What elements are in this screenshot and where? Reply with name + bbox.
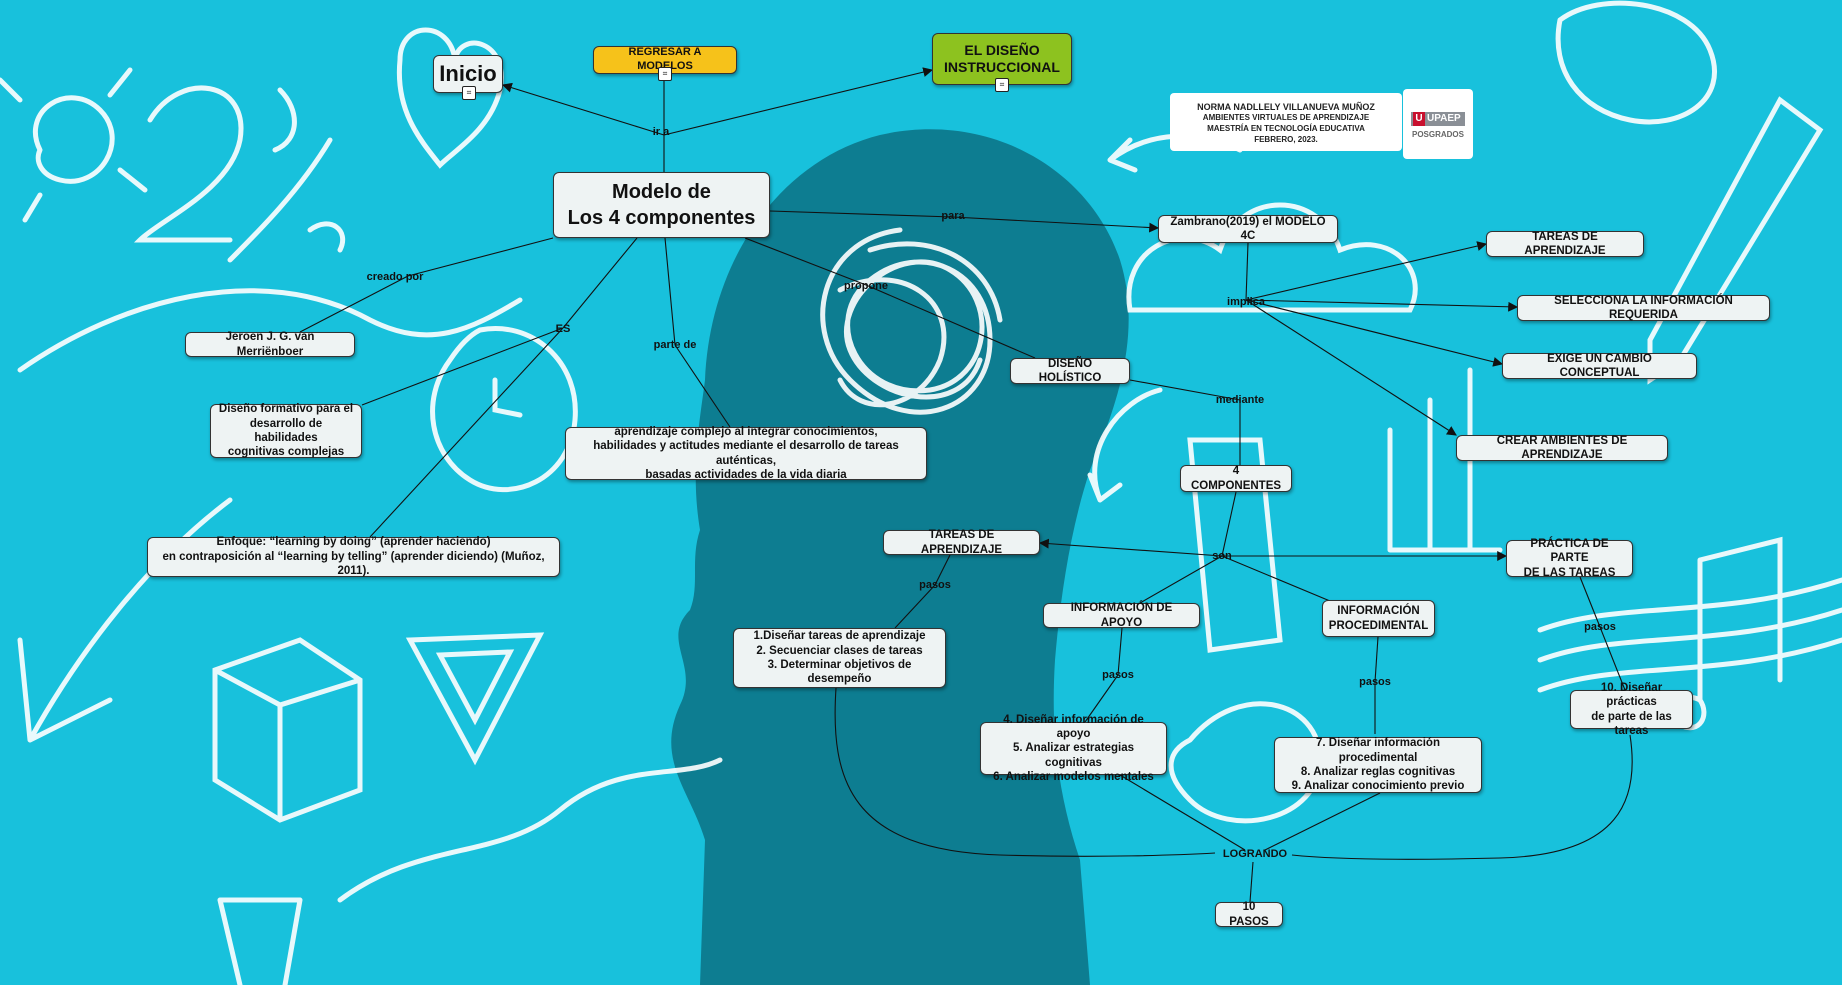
- author-name: NORMA NADLLELY VILLANUEVA MUÑOZ: [1170, 101, 1402, 113]
- label-creado-por: creado por: [367, 271, 424, 283]
- link-propone-holistico: [866, 285, 1035, 358]
- node-paso-10: 10. Diseñar prácticas de parte de las ta…: [1570, 690, 1693, 729]
- logo-brand: UPAEP: [1427, 113, 1461, 124]
- link-pasos-lista1: [895, 585, 935, 628]
- label-ira: ir a: [653, 126, 670, 138]
- node-pasos-4-6: 4. Diseñar información de apoyo 5. Anali…: [980, 722, 1167, 775]
- link-implica-selecciona: [1246, 300, 1517, 307]
- node-diseno-formativo: Diseño formativo para el desarrollo de h…: [210, 404, 362, 458]
- logo-subtitle: POSGRADOS: [1403, 130, 1473, 139]
- node-crear-ambientes: CREAR AMBIENTES DE APRENDIZAJE: [1456, 435, 1668, 461]
- label-logrando: LOGRANDO: [1223, 848, 1287, 860]
- label-implica: implica: [1227, 296, 1265, 308]
- node-tareas-aprendizaje: TAREAS DE APRENDIZAJE: [883, 530, 1040, 555]
- node-pasos-1-3: 1.Diseñar tareas de aprendizaje 2. Secue…: [733, 628, 946, 688]
- node-exige-cambio: EXIGE UN CAMBIO CONCEPTUAL: [1502, 353, 1697, 379]
- node-practica-parte: PRÁCTICA DE PARTE DE LAS TAREAS: [1506, 540, 1633, 577]
- link-parte-aprendizaje: [675, 345, 730, 427]
- link-es-enfoque: [370, 328, 563, 537]
- map-link-icon[interactable]: ⌗: [658, 67, 672, 81]
- link-implica-crear: [1246, 300, 1456, 435]
- credits-box: NORMA NADLLELY VILLANUEVA MUÑOZ AMBIENTE…: [1170, 93, 1402, 151]
- link-son-procedimental: [1222, 556, 1330, 601]
- link-componentes-son: [1222, 492, 1236, 556]
- node-tareas-aprendizaje-top: TAREAS DE APRENDIZAJE: [1486, 231, 1644, 257]
- link-lista2-logrando: [1120, 775, 1245, 850]
- node-informacion-apoyo: INFORMACIÓN DE APOYO: [1043, 603, 1200, 628]
- link-implica-tareas: [1246, 244, 1486, 300]
- node-zambrano: Zambrano(2019) el MODELO 4C: [1158, 215, 1338, 243]
- link-son-tareas: [1040, 543, 1222, 556]
- label-pasos-practica: pasos: [1584, 621, 1616, 633]
- label-pasos-apoyo: pasos: [1102, 669, 1134, 681]
- link-apoyo-pasos: [1118, 628, 1122, 675]
- logo-mark: U: [1413, 112, 1425, 126]
- link-creado-jeroen: [300, 276, 408, 332]
- link-zambrano-implica: [1246, 243, 1248, 300]
- link-modelo-parte: [665, 238, 675, 345]
- label-para: para: [941, 210, 964, 222]
- node-enfoque: Enfoque: “learning by doing” (aprender h…: [147, 537, 560, 577]
- node-diseno-holistico: DISEÑO HOLÍSTICO: [1010, 358, 1130, 384]
- link-ira-inicio: [503, 85, 664, 135]
- link-implica-exige: [1246, 300, 1502, 364]
- node-jeroen: Jeroen J. G. van Merriënboer: [185, 332, 355, 357]
- node-aprendizaje-complejo: aprendizaje complejo al integrar conocim…: [565, 427, 927, 480]
- node-selecciona-informacion: SELECCIONA LA INFORMACIÓN REQUERIDA: [1517, 295, 1770, 321]
- link-modelo-para: [770, 211, 953, 217]
- node-4-componentes: 4 COMPONENTES: [1180, 465, 1292, 492]
- credit-date: FEBRERO, 2023.: [1170, 135, 1402, 146]
- map-link-icon[interactable]: ⌗: [462, 86, 476, 100]
- course-name: AMBIENTES VIRTUALES DE APRENDIZAJE: [1170, 113, 1402, 124]
- label-pasos-procedimental: pasos: [1359, 676, 1391, 688]
- link-practica-pasos: [1580, 577, 1600, 627]
- node-pasos-7-9: 7. Diseñar información procedimental 8. …: [1274, 737, 1482, 793]
- node-modelo-4c: Modelo de Los 4 componentes: [553, 172, 770, 238]
- link-para-zambrano: [953, 217, 1158, 228]
- link-modelo-es: [563, 238, 637, 328]
- node-informacion-procedimental: INFORMACIÓN PROCEDIMENTAL: [1322, 600, 1435, 637]
- label-pasos-tareas: pasos: [919, 579, 951, 591]
- link-lista3-logrando: [1265, 793, 1380, 850]
- link-modelo-creado: [408, 238, 553, 276]
- label-es: ES: [556, 323, 571, 335]
- link-es-formativo: [362, 328, 563, 405]
- label-propone: propone: [844, 280, 888, 292]
- link-son-apoyo: [1140, 556, 1222, 603]
- label-mediante: mediante: [1216, 394, 1264, 406]
- link-ira-diseno: [664, 70, 932, 135]
- map-link-icon[interactable]: ⌗: [995, 78, 1009, 92]
- link-modelo-propone: [745, 238, 866, 285]
- label-parte-de: parte de: [654, 339, 697, 351]
- link-logrando-diez: [1250, 862, 1253, 902]
- label-son: son: [1212, 550, 1232, 562]
- node-10-pasos: 10 PASOS: [1215, 902, 1283, 927]
- program-name: MAESTRÍA EN TECNOLOGÍA EDUCATIVA: [1170, 124, 1402, 135]
